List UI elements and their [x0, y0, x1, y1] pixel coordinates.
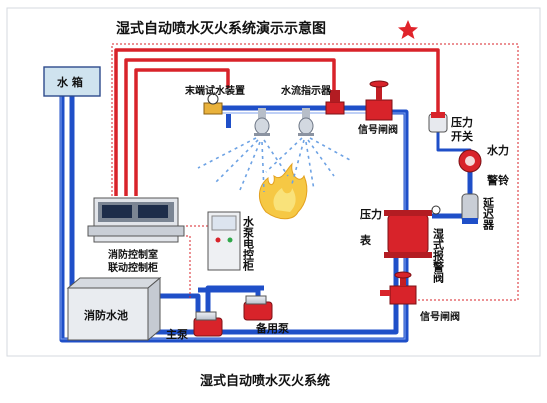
end-test-device-drain	[226, 114, 231, 128]
alarm-valve	[384, 205, 441, 258]
fire-pool-side	[147, 276, 161, 342]
diagram-title: 湿式自动喷水灭火系统演示示意图	[116, 20, 326, 37]
signal-valve-top-body	[365, 99, 393, 121]
sprinkler-head-2-bulb	[298, 117, 314, 135]
pump-cabinet-light-1	[215, 237, 221, 243]
control-room-label: 消防控制室	[108, 248, 158, 261]
pump-control-cabinet	[207, 211, 241, 271]
signal-line-flow-indicator	[124, 58, 336, 196]
signal-valve-bottom-label: 信号闸阀	[420, 310, 460, 323]
control-cabinet-label: 联动控制柜	[108, 261, 158, 274]
spray-right-4	[307, 139, 335, 177]
end-test-device	[203, 93, 231, 128]
sprinkler-head-2-deflector	[298, 133, 314, 136]
main-pump-motor	[195, 311, 217, 321]
water-spray	[197, 137, 351, 193]
main-pump-label: 主泵	[166, 327, 188, 341]
spray-left-4	[261, 141, 265, 193]
bell-icon	[458, 149, 482, 173]
signal-valve-top-stem	[376, 86, 382, 100]
alarm-valve-body	[387, 213, 429, 255]
pump-cabinet-display	[211, 215, 237, 231]
sprinkler-head-2-stem	[302, 108, 310, 120]
spray-right-3	[305, 141, 315, 191]
flow-indicator-label: 水流指示器	[280, 84, 332, 97]
signal-valve-bottom-handle	[380, 290, 390, 296]
fire-pool	[66, 276, 162, 342]
pressure-switch-label-1: 压力	[451, 115, 473, 129]
flame-icon	[259, 162, 308, 220]
alarm-valve-label: 湿式报警阀	[432, 227, 446, 284]
backup-pump-motor	[245, 295, 267, 305]
flow-indicator-body	[325, 101, 345, 115]
signal-valve-bottom-wheel	[394, 271, 412, 279]
flame-core	[273, 188, 296, 212]
pressure-switch-top	[431, 112, 445, 118]
spray-left-2	[215, 139, 259, 183]
water-tank	[43, 66, 101, 97]
flow-indicator-box	[330, 90, 340, 102]
delayer	[461, 193, 479, 223]
dotted-line-top	[111, 43, 519, 301]
delayer-label: 延迟器	[482, 196, 496, 231]
pipe-highlight-2	[221, 112, 406, 228]
fire-pool-label: 消防水池	[84, 308, 128, 322]
signal-valve-bottom-body	[389, 285, 417, 305]
sprinkler-head-1-bulb	[254, 117, 270, 135]
spray-right-5	[309, 137, 351, 161]
signal-line-network	[114, 48, 440, 196]
control-console-desk	[87, 225, 185, 237]
signal-valve-top-wheel	[369, 80, 389, 88]
water-bell-dome	[465, 156, 475, 166]
alarm-valve-flange-top	[384, 210, 432, 216]
pressure-switch	[428, 112, 448, 133]
fire-pool-top	[66, 277, 162, 289]
pressure-switch-label-2: 开关	[451, 129, 473, 143]
pump-cabinet-label: 水泵电控柜	[242, 215, 256, 272]
alarm-valve-flange-bottom	[384, 252, 432, 258]
end-test-device-label: 末端试水装置	[185, 84, 245, 97]
fire-pool-front	[67, 287, 149, 341]
spray-right-1	[265, 137, 303, 173]
signal-line-pressure-switch	[114, 48, 440, 196]
backup-pump-body	[243, 301, 273, 321]
water-bell-label-1: 水力	[487, 143, 509, 157]
delayer-band	[462, 218, 478, 224]
main-pump-body	[193, 317, 223, 337]
spray-left-5	[263, 139, 289, 177]
water-bell-label-2: 警铃	[486, 173, 509, 187]
signal-valve-bottom-stem	[400, 276, 406, 286]
spray-left-3	[239, 141, 261, 191]
backup-pump-label: 备用泵	[255, 321, 289, 335]
signal-valve-bottom	[380, 271, 417, 305]
sprinkler-head-1-deflector	[254, 133, 270, 136]
star-icon	[398, 20, 418, 39]
signal-line-signal-valve	[134, 68, 230, 196]
control-console-screen-2	[138, 205, 168, 218]
spray-right-2	[291, 139, 305, 185]
control-console	[87, 197, 185, 243]
flow-indicator	[325, 90, 345, 115]
end-test-device-gauge	[207, 93, 219, 105]
sprinkler-icon	[254, 108, 314, 136]
control-console-screen	[102, 205, 132, 218]
pump-cabinet-light-2	[227, 237, 233, 243]
sprinkler-head-1-stem	[258, 108, 266, 120]
pump-icon	[193, 295, 273, 337]
pressure-gauge-label-2: 表	[359, 233, 372, 247]
water-tank-label: 水 箱	[57, 75, 83, 89]
diagram-caption: 湿式自动喷水灭火系统	[200, 373, 330, 389]
valve-icon	[365, 80, 393, 121]
alarm-valve-gauge	[431, 205, 441, 215]
pressure-gauge-label-1: 压力	[360, 207, 382, 221]
end-test-device-body	[203, 102, 223, 115]
signal-valve-top-label: 信号闸阀	[358, 123, 398, 136]
